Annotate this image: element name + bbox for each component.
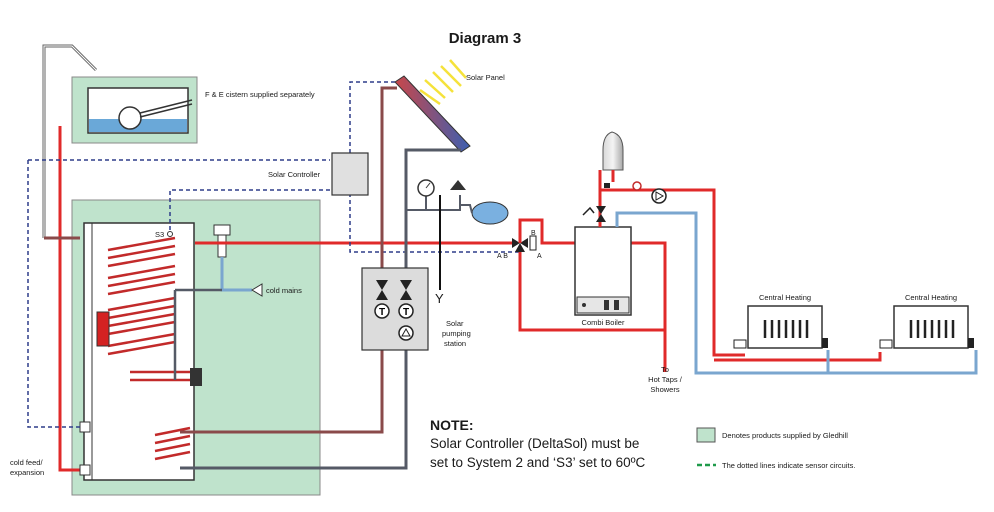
solar-panel xyxy=(394,75,471,153)
immersion-heater xyxy=(96,311,110,347)
hot-taps-label-2: Hot Taps / xyxy=(648,375,683,384)
connector-bottom xyxy=(79,464,91,476)
y-marker: Y xyxy=(435,291,444,306)
fe-cistern-label: F & E cistern supplied separately xyxy=(205,90,315,99)
note-line-2: set to System 2 and ‘S3’ set to 60ºC xyxy=(430,455,646,470)
legend-gledhill-text: Denotes products supplied by Gledhill xyxy=(722,431,848,440)
radiator-1 xyxy=(733,305,828,349)
hot-taps-label-1: To xyxy=(661,365,669,374)
note-line-1: Solar Controller (DeltaSol) must be xyxy=(430,436,639,451)
note-heading: NOTE: xyxy=(430,417,474,433)
pumping-station-label-1: Solar xyxy=(446,319,464,328)
legend-dotted-text: The dotted lines indicate sensor circuit… xyxy=(722,461,855,470)
cold-feed-label-2: expansion xyxy=(10,468,44,477)
valve-ab-label: A B xyxy=(497,253,508,260)
hot-taps-pipe xyxy=(518,252,667,372)
upper-coil xyxy=(107,236,176,356)
solar-coil xyxy=(154,426,191,461)
tmv xyxy=(213,224,231,236)
cold-mains-label: cold mains xyxy=(266,286,302,295)
solar-controller xyxy=(331,152,369,196)
radiator-2 xyxy=(879,305,974,349)
hot-taps-label-3: Showers xyxy=(650,385,679,394)
cold-feed-label-1: cold feed/ xyxy=(10,458,43,467)
combi-boiler-label: Combi Boiler xyxy=(582,318,625,327)
immersion-element xyxy=(130,370,195,382)
heating-gauge xyxy=(632,181,642,191)
sensor-circuits xyxy=(27,81,520,428)
valve-b-label: B xyxy=(531,230,536,237)
diagram-title: Diagram 3 xyxy=(449,30,522,47)
heating-valve xyxy=(582,206,606,222)
svg-text:T: T xyxy=(379,307,385,318)
valve-a-label: A xyxy=(537,253,542,260)
solar-flow-pipe xyxy=(180,86,397,434)
solar-panel-label: Solar Panel xyxy=(466,73,505,82)
cistern-cold-feed-pipe xyxy=(58,126,80,472)
cold-mains-arrow xyxy=(251,283,263,297)
solar-pumping-station xyxy=(361,267,429,351)
diverter-valve xyxy=(512,235,537,252)
pumping-station-label-3: station xyxy=(444,339,466,348)
s3-sensor xyxy=(167,231,173,237)
solar-safety-valve xyxy=(450,180,466,190)
svg-text:T: T xyxy=(403,307,409,318)
fe-cistern xyxy=(87,87,193,134)
heating-return-pipe xyxy=(615,211,978,375)
central-heating-label-2: Central Heating xyxy=(905,293,957,302)
pumping-station-valves: T T xyxy=(374,280,414,341)
s3-label: S3 xyxy=(155,230,164,239)
solar-controller-label: Solar Controller xyxy=(268,170,321,179)
sun-rays xyxy=(419,59,467,106)
heating-expansion-vessel xyxy=(602,131,624,171)
central-heating-label-1: Central Heating xyxy=(759,293,811,302)
connector-top xyxy=(79,421,91,433)
solar-expansion-vessel xyxy=(471,201,509,225)
pumping-station-label-2: pumping xyxy=(442,329,471,338)
combi-hot-inlet xyxy=(518,218,575,245)
legend-gledhill-swatch xyxy=(696,427,716,443)
